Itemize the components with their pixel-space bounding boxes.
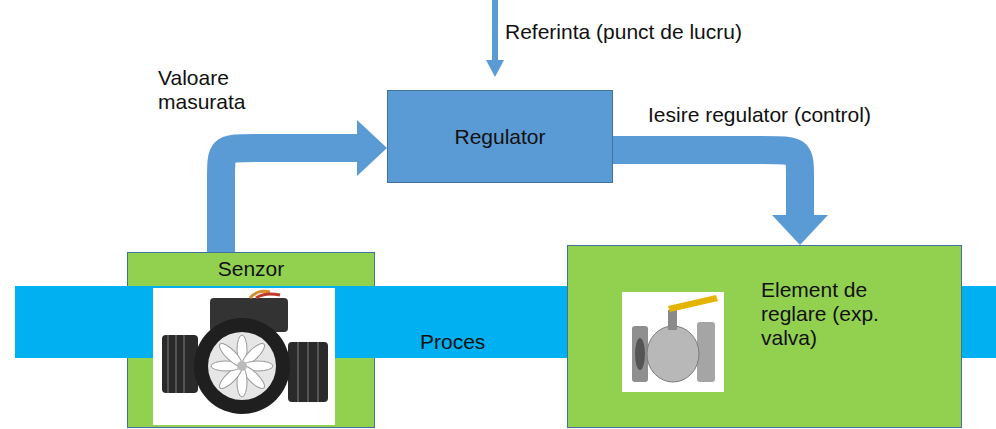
inlet-thread [162,335,198,393]
label-holder: Referinta (punct de lucru) [505,20,742,44]
valve-bore [635,338,645,370]
valve-stem [668,310,677,330]
photo-background [153,288,335,425]
controller-box: Regulator [387,90,613,183]
edge-label-holder: Iesire regulator (control) [648,103,871,127]
turbine-chamber [208,332,276,400]
valve-body [647,326,699,382]
turbine-wheel [211,335,273,397]
turbine-hub [237,361,247,371]
sensor-body [194,318,290,414]
thread-line [297,342,299,402]
thread-line [307,342,309,402]
controller-output-label: Iesire regulator (control) [648,103,871,127]
measured-value-label: Valoare masurata [158,66,278,114]
outlet-thread [288,342,328,402]
process-label: Proces [420,330,485,354]
sensor-wire [256,294,280,298]
thread-line [317,342,319,402]
flow-sensor-photo [153,288,335,425]
controller-label: Regulator [454,125,545,149]
edge-label-holder: Valoare masurata [158,66,278,114]
actuator-label: Element de reglare (exp. valva) [761,278,901,350]
setpoint-label: Referinta (punct de lucru) [505,20,742,44]
valve-flange [632,326,648,382]
valve-flange [697,322,715,382]
flow-arrow [221,148,357,252]
sensor-label: Senzor [218,257,285,281]
reference-arrow-head [486,60,504,77]
thread-line [167,335,169,393]
flow-arrow [613,150,800,215]
photo-background [622,292,724,392]
reference-arrow [486,0,504,77]
thread-line [183,335,185,393]
valve-handle [668,295,718,312]
reference-arrow-shaft [492,0,498,62]
thread-line [175,335,177,393]
ball-valve-photo [622,292,724,392]
